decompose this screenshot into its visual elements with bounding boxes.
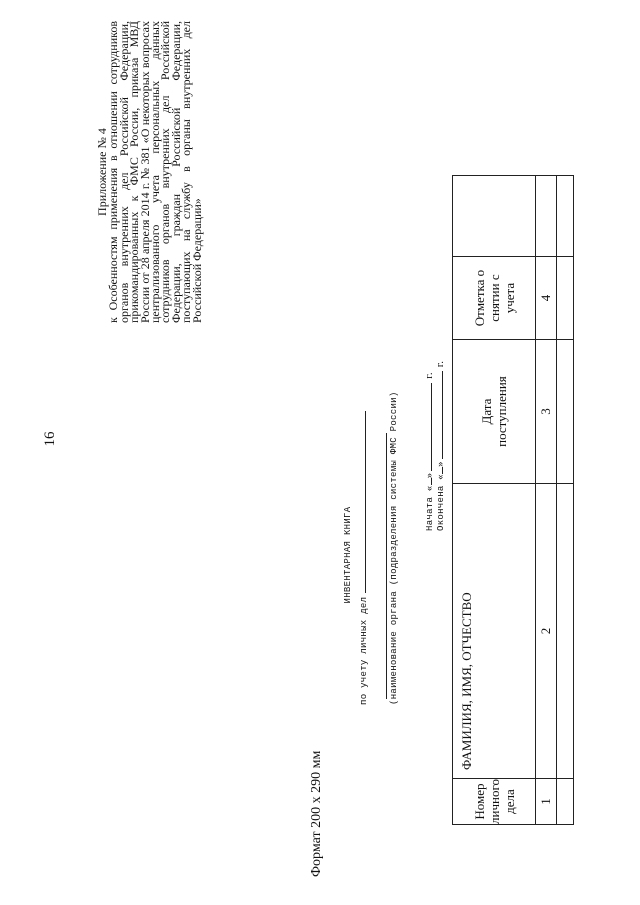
header-removal-mark-line2: снятии с [486, 274, 502, 322]
column-number-1: 1 [535, 778, 557, 825]
end-day-blank [436, 466, 443, 474]
table-cell [556, 256, 574, 340]
table-cell [556, 175, 574, 257]
header-arrival-date-line2: поступления [494, 376, 509, 447]
format-label: Формат 200 х 290 мм [309, 750, 324, 877]
header-case-number-line3: дела [501, 789, 517, 814]
appendix-header: Приложение № 4 к Особенностям применения… [95, 21, 204, 323]
header-case-number-line1: Номер [471, 783, 487, 820]
header-extra-column [452, 175, 536, 257]
table-cell [556, 483, 574, 779]
form-subtitle-text: по учету личных дел [359, 596, 369, 705]
column-number-5 [535, 175, 557, 257]
table-cell [556, 778, 574, 825]
column-number-4: 4 [535, 256, 557, 340]
end-month-blank [436, 371, 443, 460]
page-number: 16 [42, 431, 58, 447]
header-full-name: ФАМИЛИЯ, ИМЯ, ОТЧЕСТВО [452, 483, 536, 779]
table-number-row: 1 2 3 4 [535, 175, 557, 825]
inventory-table: Номер личного дела ФАМИЛИЯ, ИМЯ, ОТЧЕСТВ… [452, 175, 574, 825]
table-cell [556, 339, 574, 484]
subtitle-blank-line [359, 410, 366, 593]
end-quote-close: » [436, 461, 446, 467]
column-number-3: 3 [535, 339, 557, 484]
table-header-row: Номер личного дела ФАМИЛИЯ, ИМЯ, ОТЧЕСТВ… [452, 175, 536, 825]
header-removal-mark: Отметка о снятии с учета [452, 256, 536, 340]
appendix-body: к Особенностям применения в отношении со… [106, 21, 204, 323]
org-name-line [386, 433, 387, 699]
end-date-label: Окончена « [436, 473, 446, 531]
header-case-number: Номер личного дела [452, 778, 536, 825]
end-date-line: Окончена « » г. [434, 361, 446, 531]
column-number-2: 2 [535, 483, 557, 779]
header-arrival-date-line1: Дата [479, 398, 494, 425]
header-case-number-line2: личного [486, 779, 502, 824]
header-arrival-date: Дата поступления [452, 339, 536, 484]
org-caption: (наименование органа (подразделения сист… [389, 391, 399, 705]
header-removal-mark-line3: учета [501, 282, 517, 314]
table-row [556, 175, 574, 825]
start-month-blank [425, 382, 432, 471]
end-year-suffix: г. [434, 360, 446, 368]
header-removal-mark-line1: Отметка о [471, 269, 487, 327]
form-subtitle: по учету личных дел [359, 410, 369, 705]
form-title: ИНВЕНТАРНАЯ КНИГА [343, 506, 353, 604]
start-day-blank [425, 478, 432, 486]
